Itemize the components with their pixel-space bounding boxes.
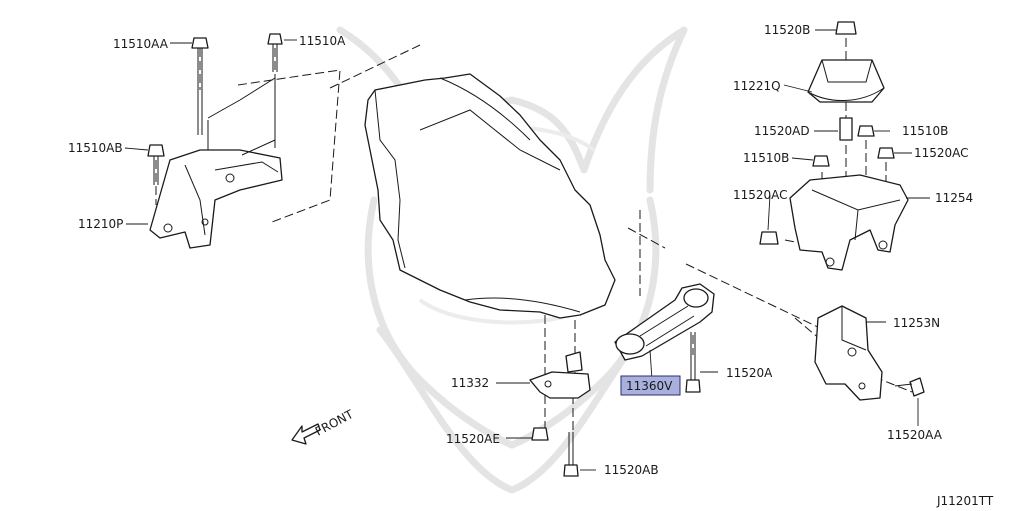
part-label-11520B[interactable]: 11520B [764,23,810,37]
part-label-11253N[interactable]: 11253N [893,316,940,330]
bolt-11520A [685,332,701,393]
part-label-11510B-right[interactable]: 11510B [902,124,948,138]
diagram-code: J11201TT [936,494,994,508]
part-label-11332[interactable]: 11332 [451,376,489,390]
bolt-11520AB [563,432,579,477]
bolt-11520AE [531,427,549,441]
leader-lines [124,29,930,471]
front-direction-indicator: FRONT [291,407,356,445]
part-label-11510AA[interactable]: 11510AA [113,37,169,51]
part-label-11510A[interactable]: 11510A [299,34,346,48]
bracket-11332 [529,351,591,399]
part-label-11520AD[interactable]: 11520AD [754,124,810,138]
insulator-11221Q [807,21,885,103]
engine-mount-bracket-11210P [149,77,283,249]
stud-11520AD [839,117,853,141]
bolt-11510AB [147,144,165,185]
part-label-11520AA[interactable]: 11520AA [887,428,943,442]
part-label-11520AE[interactable]: 11520AE [446,432,500,446]
engine-block-outline [364,73,616,319]
bolt-11510A [267,33,283,72]
part-label-11510B-left[interactable]: 11510B [743,151,789,165]
part-label-11520AC-left[interactable]: 11520AC [733,188,788,202]
part-label-11520A[interactable]: 11520A [726,366,773,380]
mount-bracket-11254 [759,174,909,271]
bolt-11510AA [191,37,209,135]
part-label-11221Q[interactable]: 11221Q [733,79,781,93]
part-label-11360V[interactable]: 11360V [626,379,673,393]
part-label-11520AB[interactable]: 11520AB [604,463,659,477]
part-labels: 11510AA 11510A 11510AB 11210P 11520B 112… [68,23,973,477]
part-label-11210P[interactable]: 11210P [78,217,123,231]
front-label: FRONT [313,407,356,439]
highlight-box-11360V [620,375,681,396]
part-label-11254[interactable]: 11254 [935,191,973,205]
mount-bracket-11253N [814,305,925,401]
part-label-11520AC-right[interactable]: 11520AC [914,146,969,160]
front-arrow-icon [291,423,321,445]
part-label-11510AB[interactable]: 11510AB [68,141,123,155]
torque-rod-11360V [614,283,715,361]
bolt-11510B [812,125,895,167]
